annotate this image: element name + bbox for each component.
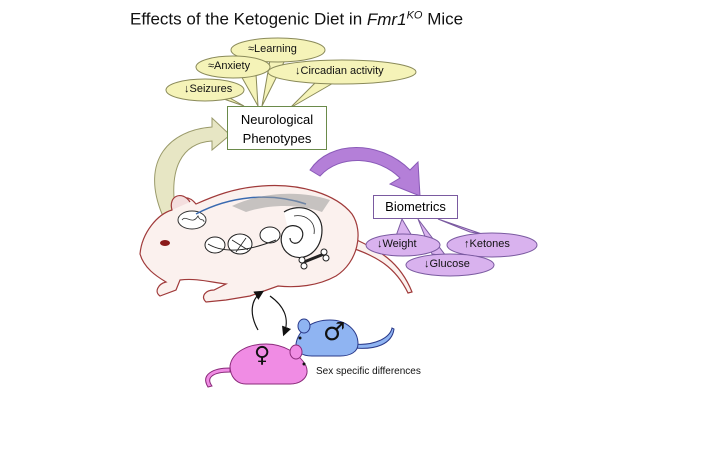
sex-cycle-arrow-up	[251, 290, 265, 331]
biometrics-box: Biometrics	[373, 195, 458, 219]
sex-specific-differences-label: Sex specific differences	[316, 366, 421, 377]
seizures-label: ↓Seizures	[184, 83, 233, 95]
glucose-label: ↓Glucose	[424, 258, 470, 270]
rat-illustration	[139, 184, 413, 303]
weight-label: ↓Weight	[377, 238, 417, 250]
figure-title: Effects of the Ketogenic Diet in Fmr1KO …	[130, 9, 464, 29]
bubble-weight	[365, 233, 441, 257]
neurological-line1: Neurological	[240, 112, 314, 127]
male-mouse	[295, 318, 395, 357]
curved-arrow-to-biometrics	[309, 147, 421, 197]
ketones-label: ↑Ketones	[464, 238, 510, 250]
bubble-ketones	[446, 232, 538, 258]
bubble-circadian	[267, 59, 417, 85]
neurological-line2: Phenotypes	[242, 131, 312, 146]
anxiety-label: ≈Anxiety	[208, 60, 251, 72]
gene-name: Fmr1KO	[366, 9, 423, 29]
bubble-glucose	[405, 253, 495, 277]
neurological-phenotypes-box: Neurological Phenotypes	[227, 106, 327, 150]
bubble-seizures	[165, 78, 245, 102]
learning-label: ≈Learning	[248, 43, 297, 55]
female-mouse	[205, 343, 308, 388]
circadian-activity-label: ↓Circadian activity	[295, 65, 384, 77]
bubble-anxiety	[195, 55, 271, 79]
bubble-learning	[230, 37, 326, 63]
female-symbol: ♀	[254, 343, 271, 368]
sex-cycle-arrow-down	[269, 295, 292, 337]
male-symbol: ♂	[323, 317, 346, 346]
